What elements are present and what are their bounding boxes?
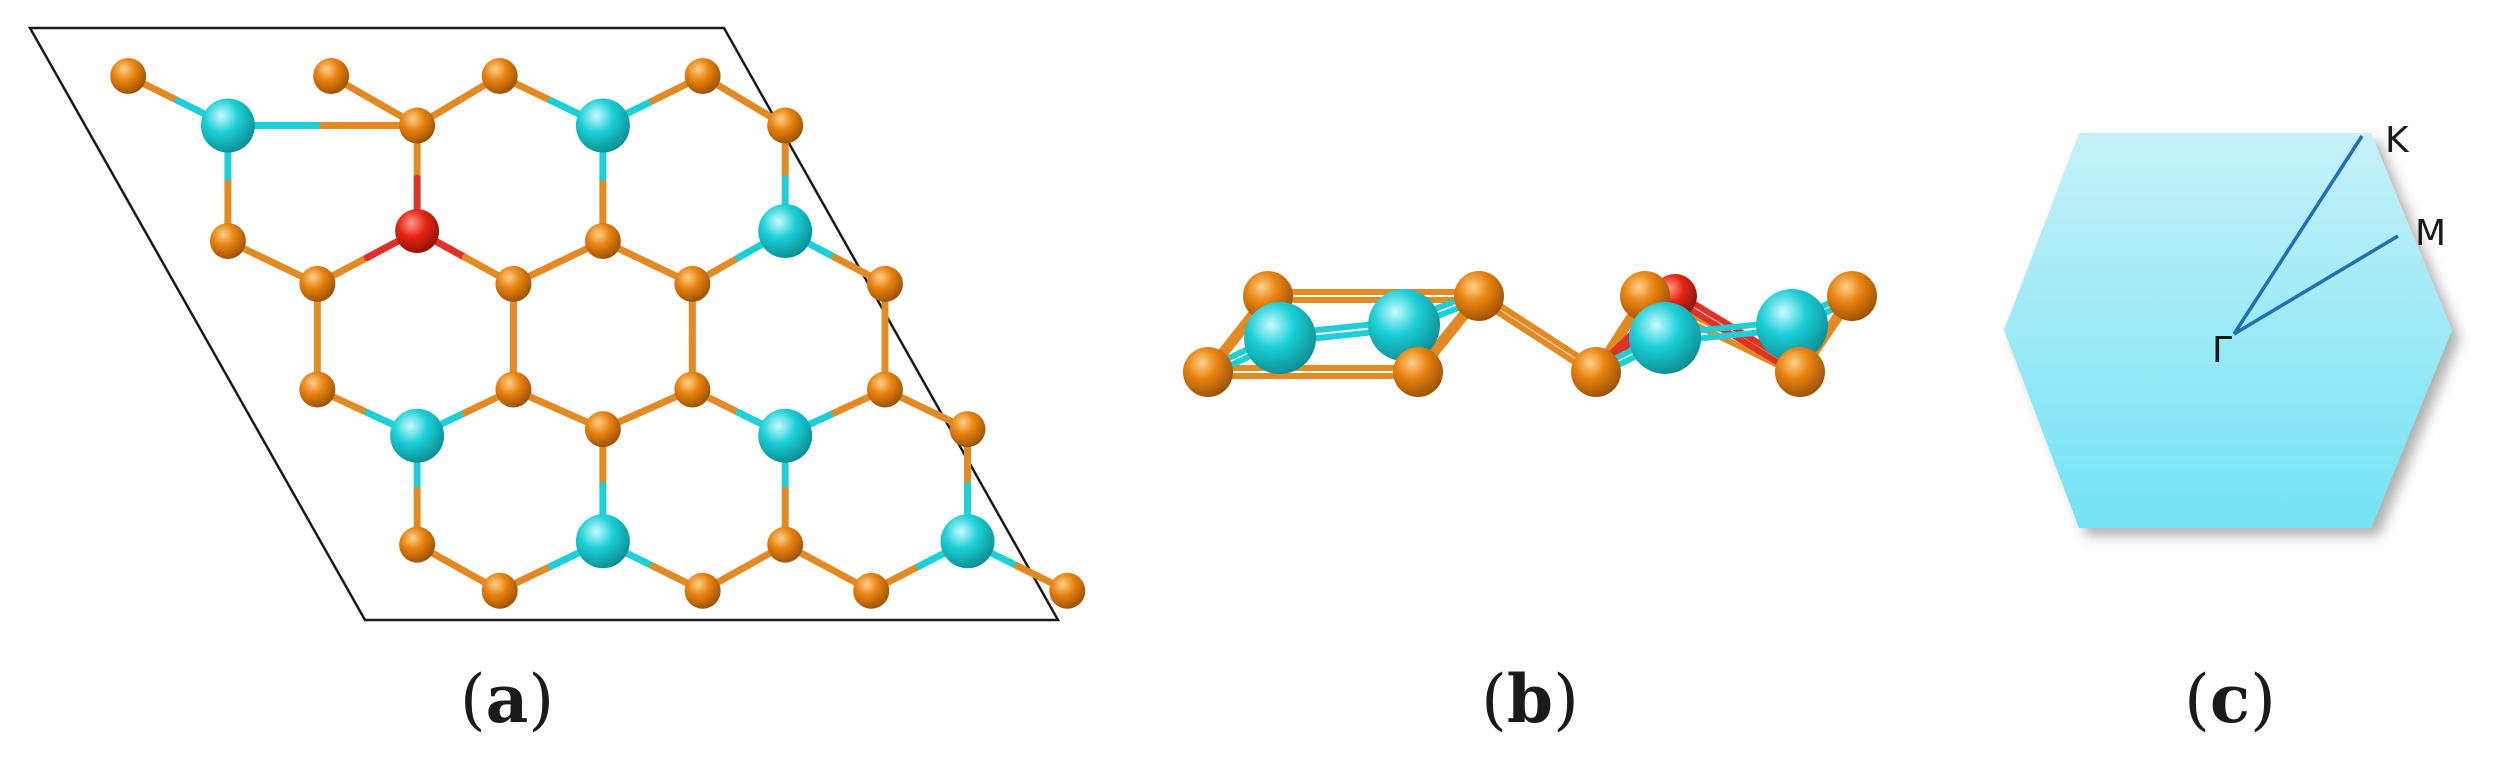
orange-atom	[399, 107, 436, 144]
orange-atom	[684, 572, 721, 609]
panel-b-side-view	[1183, 271, 1877, 397]
orange-atom	[866, 371, 903, 408]
cyan-atom	[1629, 302, 1701, 374]
orange-atom	[495, 265, 532, 302]
orange-atom	[684, 58, 721, 94]
orange-atom	[767, 107, 804, 144]
orange-atom	[1049, 572, 1086, 609]
cyan-atom	[575, 514, 630, 569]
cyan-atom	[575, 98, 630, 153]
panel-label-a: (a)	[460, 660, 554, 738]
m-point-label: M	[2415, 213, 2446, 254]
panel-a-top-view	[27, 26, 1086, 622]
k-point-label: K	[2385, 120, 2410, 161]
gamma-k-path	[2232, 135, 2364, 335]
orange-atom	[1393, 347, 1443, 397]
orange-atom	[313, 58, 350, 94]
orange-atom	[866, 265, 903, 302]
orange-atom	[481, 572, 518, 609]
panel-letter-b: b	[1507, 660, 1553, 738]
orange-atom	[1183, 347, 1233, 397]
cyan-atom	[390, 408, 445, 463]
orange-atom	[209, 223, 246, 259]
cyan-atom	[940, 514, 995, 569]
cyan-atom	[1368, 289, 1440, 361]
orange-atom	[399, 526, 436, 563]
panel-letter-c: c	[2210, 660, 2250, 738]
cyan-atom	[758, 408, 813, 463]
panel-letter-a: a	[486, 660, 529, 738]
orange-atom	[1571, 347, 1621, 397]
red-atom	[395, 209, 440, 254]
gamma-m-path	[2233, 234, 2399, 336]
orange-atom	[584, 223, 621, 259]
orange-atom	[1827, 271, 1877, 321]
panel-b-atoms	[1183, 271, 1877, 397]
cyan-atom	[200, 98, 255, 153]
orange-atom	[110, 58, 147, 94]
brillouin-zone-hexagon	[2004, 133, 2452, 528]
cyan-atom	[1756, 289, 1828, 361]
orange-atom	[1775, 347, 1825, 397]
panel-a-atoms	[110, 58, 1086, 609]
orange-atom	[584, 411, 621, 448]
orange-atom	[767, 526, 804, 563]
orange-atom	[949, 411, 986, 448]
cyan-atom	[758, 204, 813, 259]
panel-a-bonds	[124, 72, 1071, 595]
orange-atom	[495, 371, 532, 408]
orange-atom	[299, 265, 336, 302]
orange-atom	[853, 572, 890, 609]
orange-atom	[299, 371, 336, 408]
orange-atom	[674, 265, 711, 302]
panel-c-brillouin-zone: Γ K M	[2004, 120, 2452, 528]
cyan-atom	[1244, 302, 1316, 374]
orange-atom	[481, 58, 518, 94]
panel-label-b: (b)	[1481, 660, 1579, 738]
orange-atom	[1454, 271, 1504, 321]
orange-atom	[674, 371, 711, 408]
gamma-point-label: Γ	[2212, 330, 2232, 371]
unit-cell-outline	[27, 26, 1061, 622]
panel-label-c: (c)	[2184, 660, 2276, 738]
